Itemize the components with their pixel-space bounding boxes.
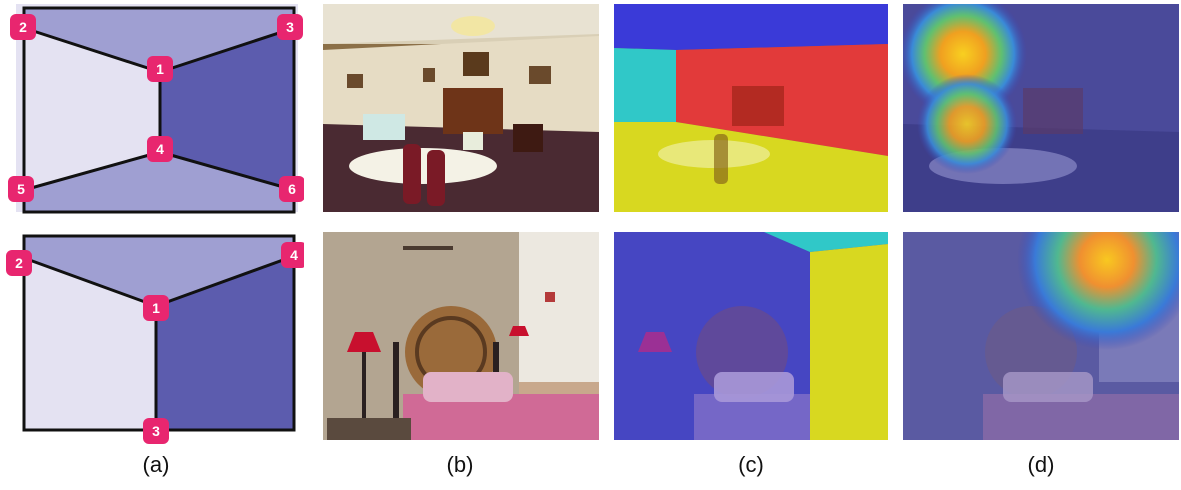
svg-text:1: 1 bbox=[152, 300, 160, 316]
caption-d: (d) bbox=[1027, 452, 1055, 477]
keypoint-marker: 2 bbox=[10, 14, 36, 40]
svg-text:2: 2 bbox=[15, 255, 23, 271]
bedroom-segmentation bbox=[614, 232, 888, 440]
svg-text:4: 4 bbox=[156, 141, 164, 157]
keypoint-marker: 2 bbox=[6, 250, 32, 276]
keypoint-marker: 6 bbox=[279, 176, 304, 202]
svg-text:4: 4 bbox=[290, 247, 298, 263]
svg-text:2: 2 bbox=[19, 19, 27, 35]
keypoint-marker: 4 bbox=[147, 136, 173, 162]
svg-text:3: 3 bbox=[286, 19, 294, 35]
caption-a: (a) bbox=[142, 452, 170, 477]
caption-b: (b) bbox=[446, 452, 474, 477]
bedroom-photo bbox=[323, 232, 599, 440]
keypoint-marker: 3 bbox=[143, 418, 169, 444]
bedroom-heatmap bbox=[903, 232, 1179, 440]
keypoint-marker: 5 bbox=[8, 176, 34, 202]
keypoint-marker: 1 bbox=[143, 295, 169, 321]
dining-room-segmentation bbox=[614, 4, 888, 212]
svg-text:3: 3 bbox=[152, 423, 160, 439]
keypoint-marker: 1 bbox=[147, 56, 173, 82]
dining-room-photo bbox=[323, 4, 599, 212]
layout-diagram-top: 1 2 3 4 5 6 bbox=[4, 4, 304, 216]
layout-diagram-bottom: 1 2 3 4 bbox=[4, 232, 304, 444]
svg-text:5: 5 bbox=[17, 181, 25, 197]
keypoint-marker: 3 bbox=[277, 14, 303, 40]
svg-text:1: 1 bbox=[156, 61, 164, 77]
dining-room-heatmap bbox=[903, 4, 1179, 212]
svg-text:6: 6 bbox=[288, 181, 296, 197]
keypoint-marker: 4 bbox=[281, 242, 304, 268]
caption-c: (c) bbox=[738, 452, 764, 477]
